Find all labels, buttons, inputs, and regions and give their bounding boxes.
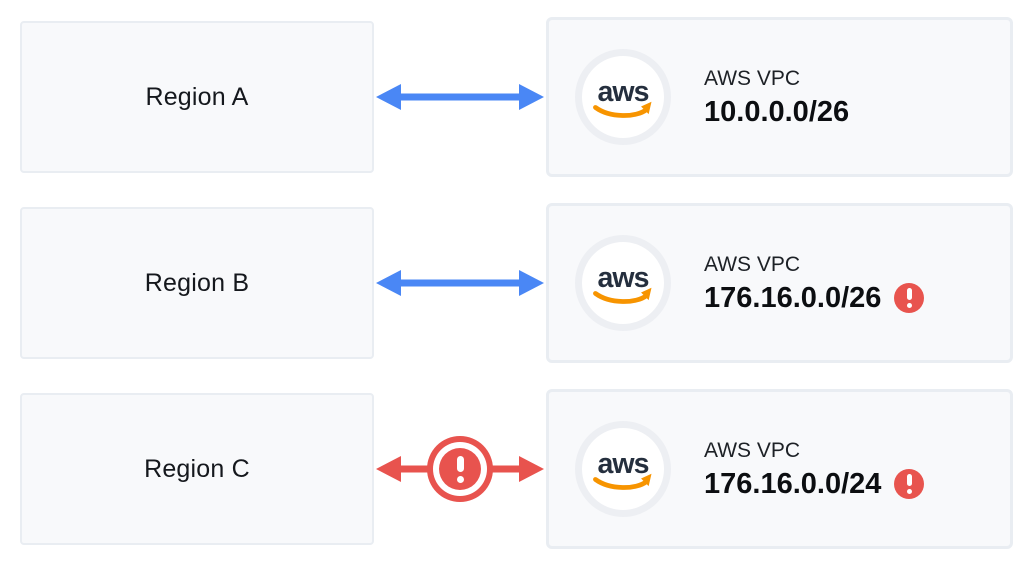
exclamation-icon xyxy=(906,287,912,308)
aws-logo-icon: aws xyxy=(575,235,671,331)
vpc-node-a: aws AWS VPC 10.0.0.0/26 xyxy=(546,17,1013,177)
region-label: Region A xyxy=(145,82,249,111)
vpc-cidr: 176.16.0.0/26 xyxy=(704,281,882,314)
diagram-row-a: Region A aws AWS VPC 10.0.0.0/26 xyxy=(0,17,1032,177)
vpc-label: AWS VPC xyxy=(704,252,801,276)
diagram-row-b: Region B aws AWS VPC 176.16.0.0/26 xyxy=(0,203,1032,363)
double-arrow-icon xyxy=(376,84,544,110)
connection-c xyxy=(374,389,546,549)
warning-icon xyxy=(894,468,925,499)
connection-a xyxy=(374,17,546,177)
vpc-info: AWS VPC 10.0.0.0/26 xyxy=(704,66,849,129)
aws-logo-text: aws xyxy=(597,76,648,108)
connection-b xyxy=(374,203,546,363)
double-arrow-icon xyxy=(376,270,544,296)
vpc-label: AWS VPC xyxy=(704,438,801,462)
vpc-info: AWS VPC 176.16.0.0/24 xyxy=(704,438,925,501)
region-label: Region B xyxy=(144,268,250,297)
vpc-cidr: 10.0.0.0/26 xyxy=(704,95,850,128)
conflict-warning-icon xyxy=(427,436,493,502)
diagram-row-c: Region C aws xyxy=(0,389,1032,549)
vpc-node-b: aws AWS VPC 176.16.0.0/26 xyxy=(546,203,1013,363)
region-label: Region C xyxy=(144,454,250,483)
vpc-label: AWS VPC xyxy=(704,66,801,90)
aws-logo-icon: aws xyxy=(575,49,671,145)
vpc-node-c: aws AWS VPC 176.16.0.0/24 xyxy=(546,389,1013,549)
region-node-b: Region B xyxy=(20,207,374,359)
aws-logo-text: aws xyxy=(597,448,648,480)
exclamation-icon xyxy=(906,473,912,494)
region-node-a: Region A xyxy=(20,21,374,173)
region-node-c: Region C xyxy=(20,393,374,545)
vpc-info: AWS VPC 176.16.0.0/26 xyxy=(704,252,925,315)
exclamation-icon xyxy=(456,455,464,483)
warning-icon xyxy=(894,282,925,313)
aws-logo-icon: aws xyxy=(575,421,671,517)
aws-logo-text: aws xyxy=(597,262,648,294)
vpc-cidr: 176.16.0.0/24 xyxy=(704,467,882,500)
